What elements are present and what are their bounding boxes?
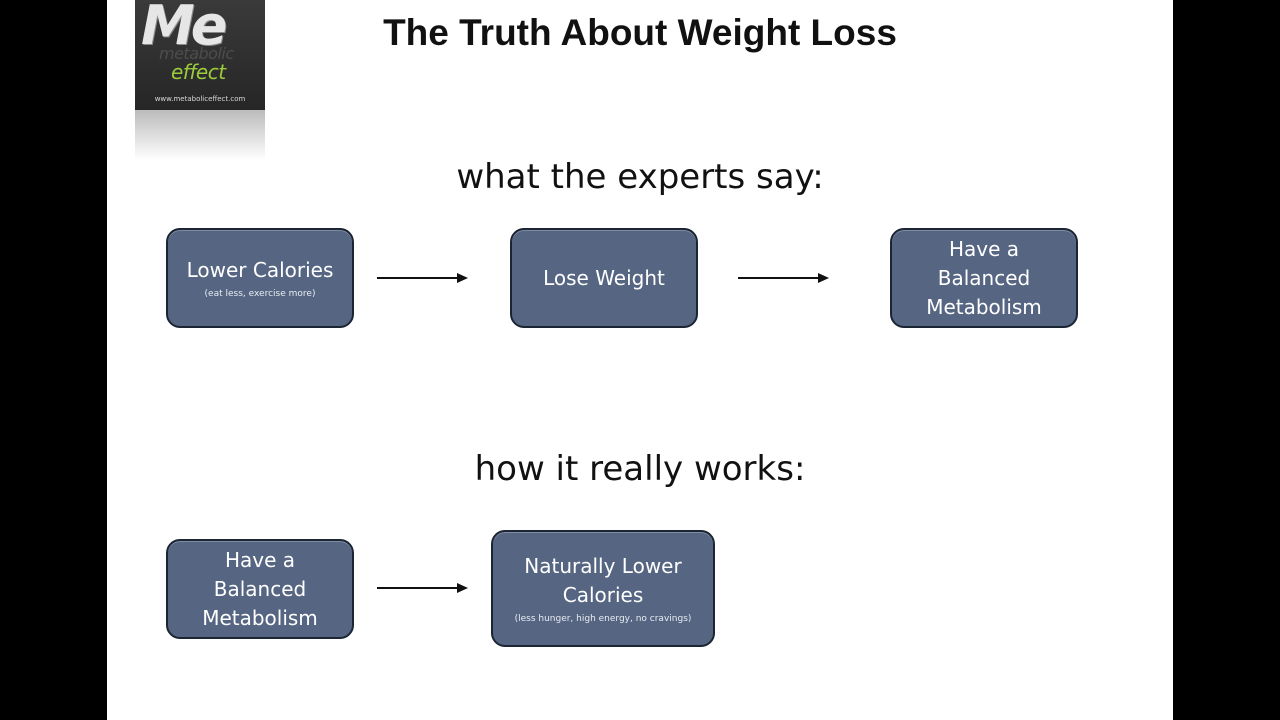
node-label: Naturally Lower Calories <box>524 554 682 607</box>
node-lose-weight: Lose Weight <box>510 228 698 328</box>
logo-mark: Me <box>141 0 227 57</box>
logo-line-effect: effect <box>171 60 226 84</box>
node-lower-calories: Lower Calories (eat less, exercise more) <box>166 228 354 328</box>
node-label: Have a Balanced Metabolism <box>202 547 318 630</box>
node-balanced-metabolism-reality: Have a Balanced Metabolism <box>166 539 354 639</box>
arrow-right-icon <box>738 273 829 283</box>
reality-heading: how it really works: <box>474 449 806 489</box>
arrow-right-icon <box>377 273 468 283</box>
node-label: Have a Balanced Metabolism <box>926 236 1042 319</box>
node-label: Lower Calories <box>186 258 334 282</box>
logo-url: www.metaboliceffect.com <box>154 95 246 103</box>
logo-line-metabolic: metabolic <box>159 44 234 63</box>
node-label: Lose Weight <box>543 265 665 290</box>
node-sublabel: (less hunger, high energy, no cravings) <box>514 614 692 624</box>
node-naturally-lower-calories: Naturally Lower Calories (less hunger, h… <box>491 530 715 647</box>
node-balanced-metabolism: Have a Balanced Metabolism <box>890 228 1078 328</box>
logo-reflection <box>135 110 265 160</box>
metabolic-effect-logo: Me metabolic effect www.metaboliceffect.… <box>135 0 265 110</box>
arrow-right-icon <box>377 583 468 593</box>
experts-heading: what the experts say: <box>456 157 824 197</box>
node-sublabel: (eat less, exercise more) <box>204 289 316 299</box>
slide-title: The Truth About Weight Loss <box>383 12 897 53</box>
